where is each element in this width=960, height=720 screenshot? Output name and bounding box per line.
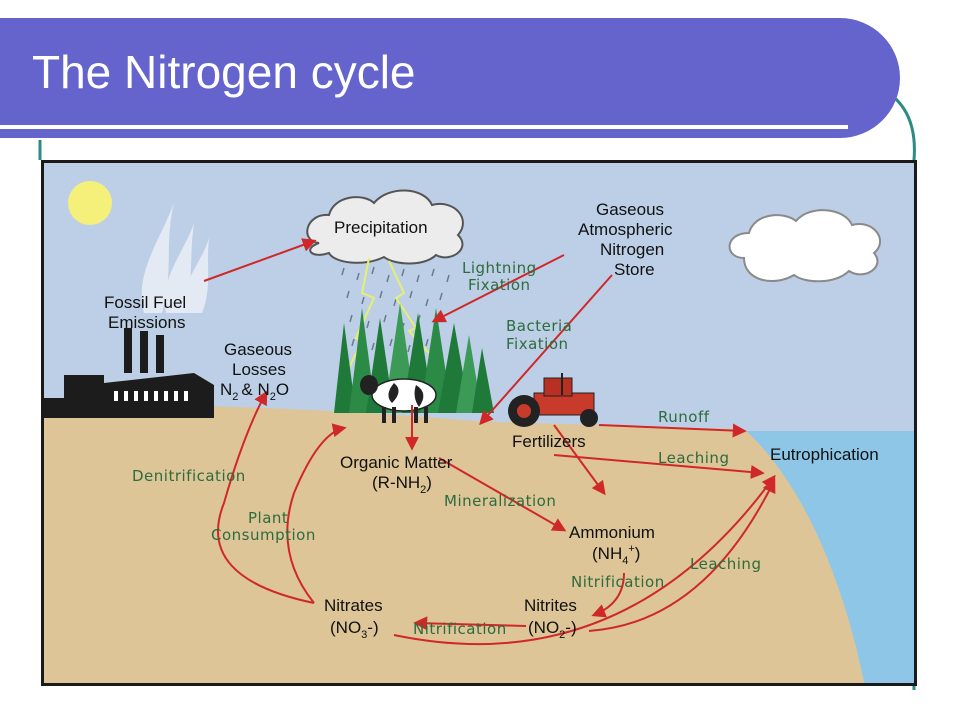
process-denitrification: Denitrification bbox=[132, 467, 246, 485]
tractor-icon bbox=[508, 373, 598, 427]
label-organic-matter: Organic Matter bbox=[340, 453, 453, 472]
soil bbox=[44, 403, 864, 683]
label-gaseous-store-3: Nitrogen bbox=[600, 240, 664, 259]
smoke-icon bbox=[141, 203, 209, 313]
label-losses-formula: N2& N2O bbox=[220, 380, 289, 403]
label-nitrites-formula: (NO2-) bbox=[528, 618, 577, 641]
title-underline bbox=[0, 125, 848, 129]
label-nitrates-formula: (NO3-) bbox=[330, 618, 379, 641]
label-nitrates: Nitrates bbox=[324, 596, 383, 615]
process-runoff: Runoff bbox=[658, 408, 710, 426]
diagram-canvas: Precipitation Gaseous Atmospheric Nitrog… bbox=[44, 163, 914, 683]
label-organic-formula: (R-NH2) bbox=[372, 473, 432, 496]
rain-cloud-icon bbox=[306, 189, 464, 265]
label-ammonium: Ammonium bbox=[569, 523, 655, 542]
slide-title: The Nitrogen cycle bbox=[32, 46, 416, 98]
label-eutrophication: Eutrophication bbox=[770, 445, 879, 464]
label-gaseous-store-2: Atmospheric bbox=[578, 220, 673, 239]
cloud-icon bbox=[728, 209, 881, 283]
cow-icon bbox=[360, 375, 437, 423]
process-lightning-2: Fixation bbox=[468, 276, 531, 294]
nitrogen-cycle-diagram: Precipitation Gaseous Atmospheric Nitrog… bbox=[41, 160, 917, 686]
process-leaching-top: Leaching bbox=[658, 449, 729, 467]
process-nitrification-bottom: Nitrification bbox=[413, 620, 507, 638]
cycle-arrows bbox=[203, 238, 776, 646]
sun-icon bbox=[68, 181, 112, 225]
label-fertilizers: Fertilizers bbox=[512, 432, 586, 451]
process-mineralization: Mineralization bbox=[444, 492, 556, 510]
label-losses-1: Gaseous bbox=[224, 340, 292, 359]
label-nitrites: Nitrites bbox=[524, 596, 577, 615]
label-precipitation: Precipitation bbox=[334, 218, 428, 237]
process-leaching-bottom: Leaching bbox=[690, 555, 761, 573]
title-bar bbox=[0, 18, 900, 138]
process-nitrification-right: Nitrification bbox=[571, 573, 665, 591]
label-gaseous-store-1: Gaseous bbox=[596, 200, 664, 219]
label-fossil-2: Emissions bbox=[108, 313, 185, 332]
process-bacteria-1: Bacteria bbox=[506, 317, 572, 335]
label-gaseous-store-4: Store bbox=[614, 260, 655, 279]
label-fossil-1: Fossil Fuel bbox=[104, 293, 186, 312]
factory-icon bbox=[44, 328, 214, 418]
process-bacteria-2: Fixation bbox=[506, 335, 569, 353]
water bbox=[734, 431, 914, 683]
process-lightning-1: Lightning bbox=[462, 259, 537, 277]
label-ammonium-formula: (NH4+) bbox=[592, 543, 640, 567]
process-plant-2: Consumption bbox=[211, 526, 316, 544]
label-losses-2: Losses bbox=[232, 360, 286, 379]
process-plant-1: Plant bbox=[248, 509, 288, 527]
